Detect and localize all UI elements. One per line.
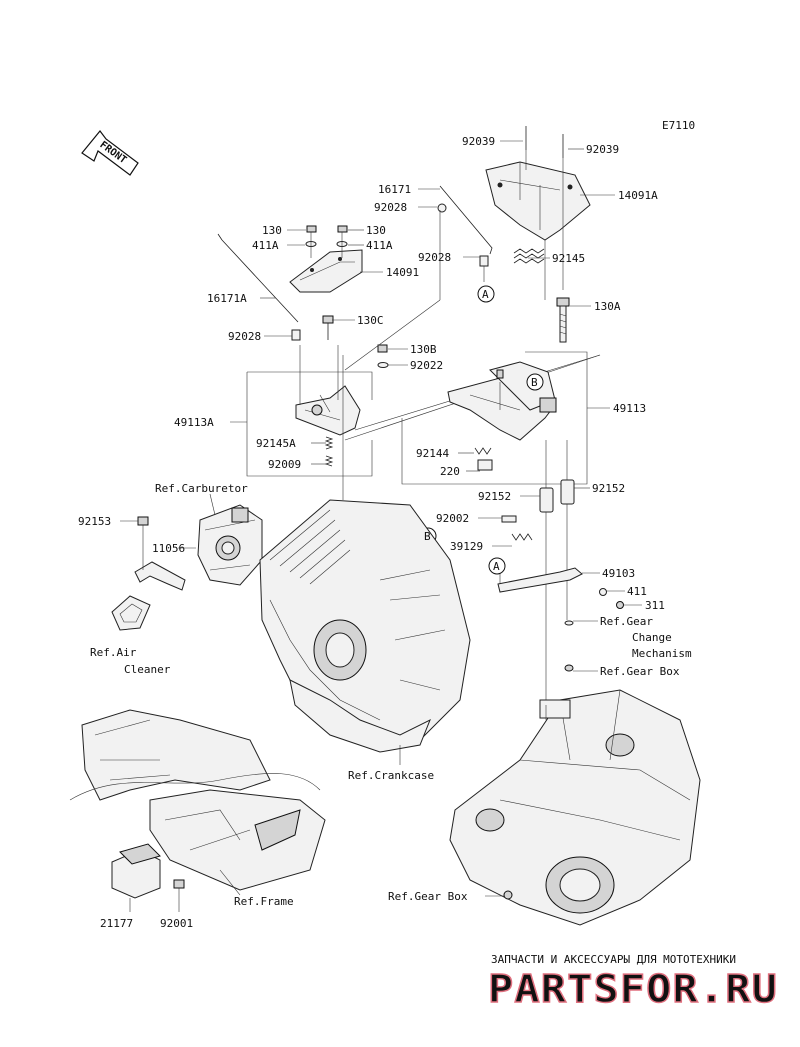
label-220: 220: [440, 465, 460, 478]
label-311: 311: [645, 599, 665, 612]
cover-14091: [289, 249, 363, 293]
rod-16171a: [217, 233, 301, 341]
label-ref-air: Ref.Air: [90, 646, 137, 659]
bolt-92153: [137, 516, 149, 570]
watermark-subtitle: ЗАПЧАСТИ И АКСЕССУАРЫ ДЛЯ МОТОТЕХНИКИ: [491, 953, 736, 966]
bracket-11056: [134, 561, 186, 591]
carburetor: [197, 504, 263, 586]
label-130-left: 130: [262, 224, 282, 237]
label-92152-left: 92152: [478, 490, 511, 503]
label-92039-right: 92039: [586, 143, 619, 156]
label-14091: 14091: [386, 266, 419, 279]
spring-92145: [513, 248, 545, 264]
label-92001: 92001: [160, 917, 193, 930]
bolt-92001: [173, 879, 185, 905]
label-92145a: 92145A: [256, 437, 296, 450]
label-92022: 92022: [410, 359, 443, 372]
gear-box: [449, 689, 701, 926]
collars-92152: [539, 440, 575, 705]
lever-49103: [497, 560, 624, 672]
label-92028-left: 92028: [228, 330, 261, 343]
label-leaders: [120, 140, 642, 912]
cover-14091a: [485, 161, 591, 241]
label-21177: 21177: [100, 917, 133, 930]
label-92002: 92002: [436, 512, 469, 525]
bracket-49113: [401, 351, 588, 485]
label-92039-left: 92039: [462, 135, 495, 148]
gasket-air-cleaner: [111, 595, 151, 631]
label-39129: 39129: [450, 540, 483, 553]
label-b-mid: B: [424, 530, 431, 543]
relay-21177: [111, 843, 161, 899]
label-130-right: 130: [366, 224, 386, 237]
label-49103: 49103: [602, 567, 635, 580]
frame-panel: [69, 709, 326, 891]
label-ref-gear: Ref.Gear: [600, 615, 653, 628]
label-130c: 130C: [357, 314, 384, 327]
label-92152-right: 92152: [592, 482, 625, 495]
watermark-brand: PARTSFOR.RU: [488, 967, 778, 1011]
label-a-mid: A: [493, 560, 500, 573]
label-130a: 130A: [594, 300, 621, 313]
watermark: ЗАПЧАСТИ И АКСЕССУАРЫ ДЛЯ МОТОТЕХНИКИ PA…: [487, 953, 778, 1012]
rod-16171: [437, 185, 493, 282]
label-cleaner: Cleaner: [124, 663, 171, 676]
label-92009: 92009: [268, 458, 301, 471]
bracket-49113a: [246, 345, 373, 477]
part-labels: 92039 92039 14091A 16171 92028 130 130 4…: [78, 135, 692, 930]
label-ref-carburetor: Ref.Carburetor: [155, 482, 248, 495]
label-92028-mid: 92028: [418, 251, 451, 264]
marker-b-top: [526, 373, 544, 391]
marker-a-mid: [488, 557, 506, 575]
label-14091a: 14091A: [618, 189, 658, 202]
label-130b: 130B: [410, 343, 437, 356]
label-ref-gear-box-bottom: Ref.Gear Box: [388, 890, 468, 903]
bolt-130b: [377, 344, 389, 368]
pin-92002: [501, 515, 517, 523]
label-change: Change: [632, 631, 672, 644]
label-ref-frame: Ref.Frame: [234, 895, 294, 908]
crankcase: [259, 355, 471, 753]
label-411a-right: 411A: [366, 239, 393, 252]
label-92144: 92144: [416, 447, 449, 460]
label-49113: 49113: [613, 402, 646, 415]
label-411: 411: [627, 585, 647, 598]
bolts-130: [305, 225, 348, 258]
label-92145: 92145: [552, 252, 585, 265]
pins-92039: [525, 126, 564, 300]
label-11056: 11056: [152, 542, 185, 555]
marker-a-top: [477, 285, 495, 303]
label-mechanism: Mechanism: [632, 647, 692, 660]
label-ref-gear-box-top: Ref.Gear Box: [600, 665, 680, 678]
label-16171: 16171: [378, 183, 411, 196]
label-a-top: A: [482, 288, 489, 301]
label-b-top: B: [531, 376, 538, 389]
spring-92144: [474, 447, 493, 471]
diagram-code: E7110: [662, 119, 695, 132]
label-411a-left: 411A: [252, 239, 279, 252]
label-92153: 92153: [78, 515, 111, 528]
label-92028-top: 92028: [374, 201, 407, 214]
label-ref-crankcase: Ref.Crankcase: [348, 769, 434, 782]
label-49113a: 49113A: [174, 416, 214, 429]
label-16171a: 16171A: [207, 292, 247, 305]
front-arrow-icon: FRONT: [81, 130, 139, 176]
spring-92145a: [324, 436, 334, 467]
bolt-130a: [556, 297, 570, 343]
spring-39129: [511, 533, 533, 541]
bolt-130c: [322, 315, 334, 340]
